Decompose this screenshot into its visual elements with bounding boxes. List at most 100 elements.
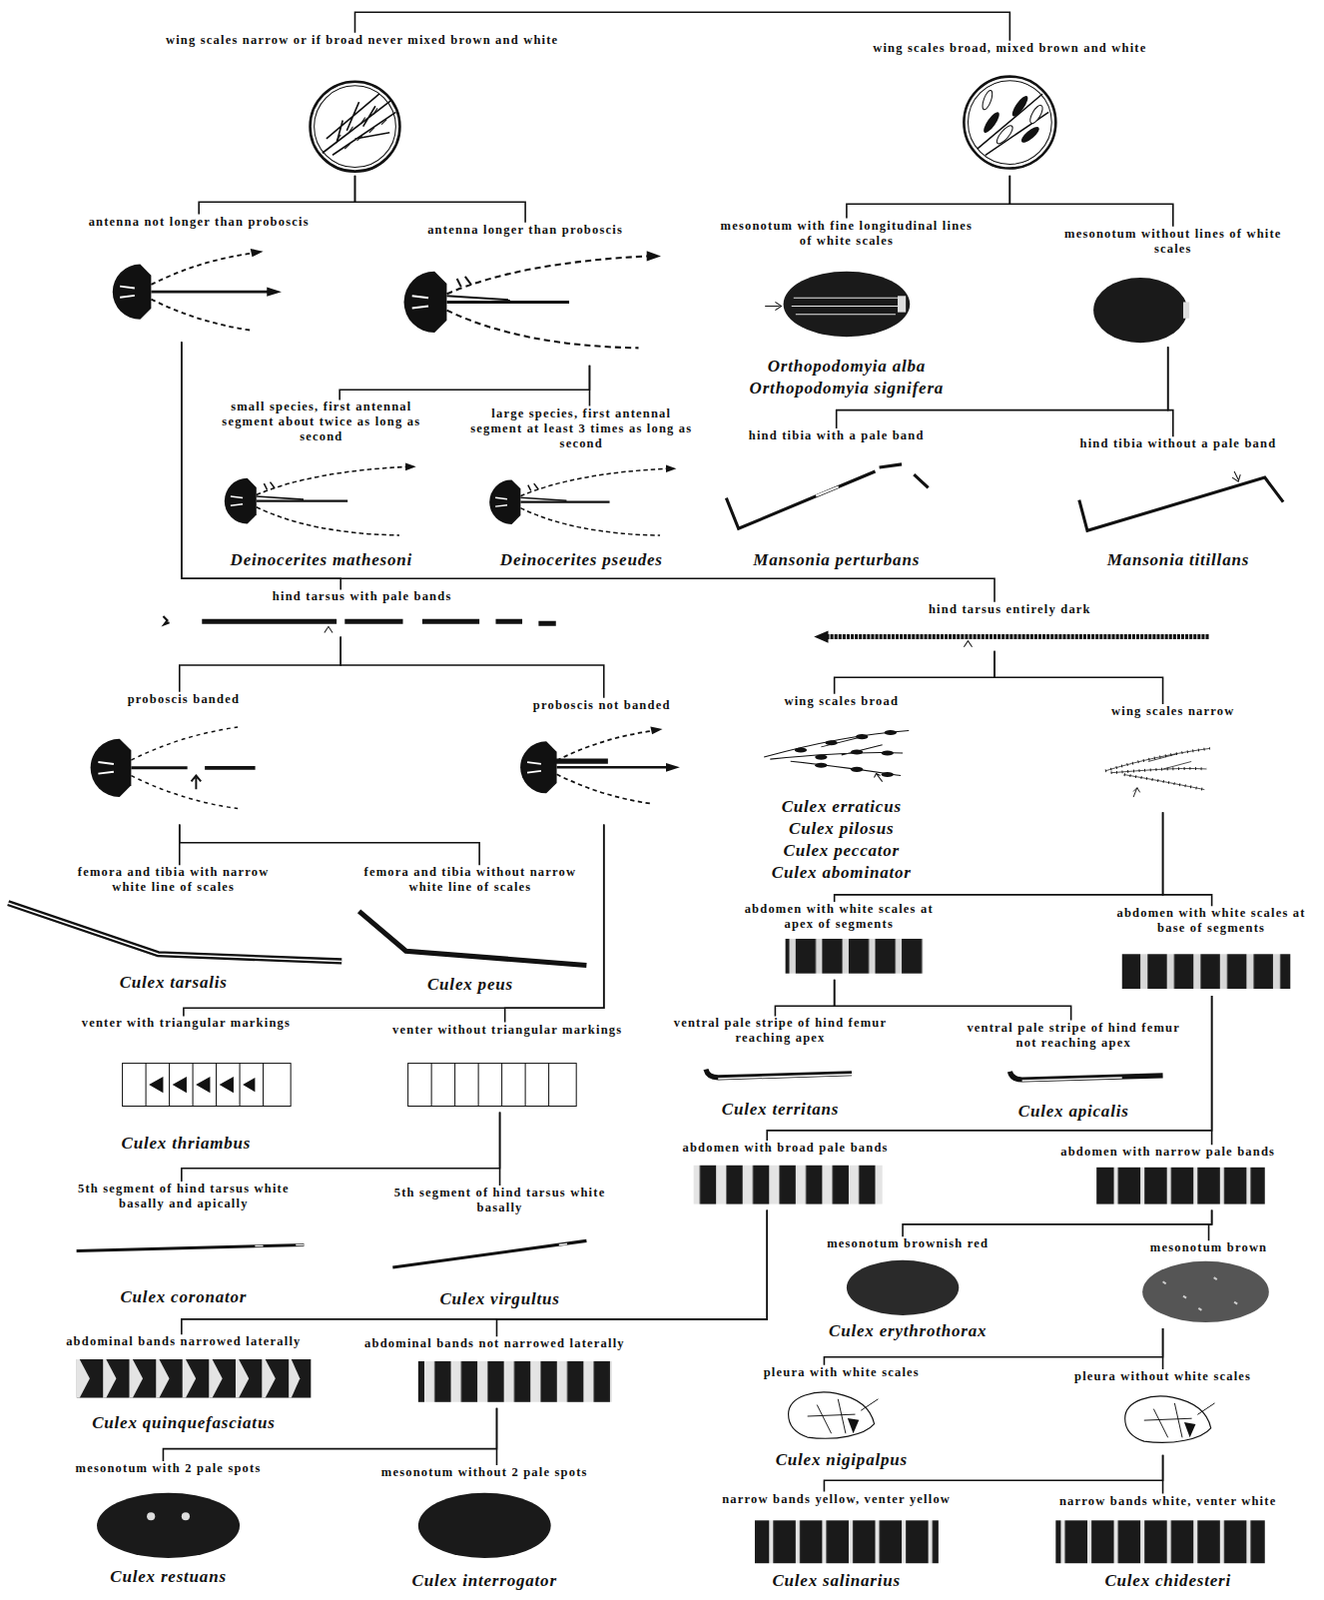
species-list: Culex erythrothorax	[787, 1320, 1029, 1342]
abdomen-figure	[693, 1165, 883, 1205]
character-state: large species, first antennal segment at…	[466, 406, 696, 452]
head-figure	[112, 248, 282, 331]
species-name: Mansonia perturbans	[713, 549, 959, 572]
key-bracket	[834, 651, 995, 694]
key-couplet: wing scales narrow	[1081, 703, 1266, 812]
character-state: narrow bands white, venter white	[1020, 1493, 1317, 1509]
character-state: antenna not longer than proboscis	[60, 214, 337, 230]
key-bracket	[1168, 346, 1174, 437]
species-name: Culex apicalis	[963, 1100, 1184, 1123]
abdomen-figure	[1122, 953, 1292, 989]
key-couplet: narrow bands white, venter whiteCulex ch…	[1020, 1493, 1317, 1592]
key-couplet: wing scales narrow or if broad never mix…	[122, 32, 603, 176]
species-name: Culex chidesteri	[1020, 1569, 1317, 1592]
abdomen-figure	[785, 938, 924, 974]
key-bracket	[1211, 995, 1214, 1145]
species-name: Culex abominator	[734, 861, 950, 884]
species-list: Culex virgultus	[387, 1288, 613, 1311]
character-state: venter without triangular markings	[362, 1022, 654, 1038]
species-name: Culex nigipalpus	[713, 1448, 969, 1471]
species-name: Culex quinquefasciatus	[40, 1411, 327, 1434]
mesonotum-figure	[846, 1260, 959, 1316]
key-bracket	[496, 1210, 767, 1337]
character-state: ventral pale stripe of hind femur reachi…	[670, 1015, 891, 1046]
key-bracket	[499, 1112, 502, 1187]
character-state: 5th segment of hind tarsus white basally…	[71, 1181, 297, 1212]
abdomen-figure	[754, 1519, 939, 1563]
leg-figure	[725, 464, 928, 529]
key-couplet: pleura without white scales	[1040, 1368, 1286, 1455]
key-couplet: mesonotum with 2 pale spotsCulex restuan…	[30, 1460, 307, 1588]
key-couplet: ventral pale stripe of hind femur reachi…	[662, 1015, 898, 1120]
character-state: abdomen with white scales at base of seg…	[1106, 905, 1316, 936]
species-name: Culex interrogator	[336, 1569, 633, 1592]
leg-figure	[359, 910, 588, 965]
key-bracket	[846, 175, 1010, 219]
character-state: abdominal bands narrowed laterally	[40, 1333, 327, 1349]
character-state: wing scales narrow or if broad never mix…	[122, 32, 603, 48]
species-name: Culex peus	[351, 973, 589, 996]
key-bracket	[505, 823, 605, 1022]
key-bracket	[1162, 1454, 1165, 1494]
species-name: Culex virgultus	[387, 1288, 613, 1311]
character-state: hind tarsus with pale bands	[152, 589, 572, 605]
key-couplet: mesonotum with fine longitudinal lines o…	[713, 218, 980, 401]
species-list: Mansonia titillans	[1050, 549, 1306, 572]
key-bracket	[198, 175, 355, 215]
key-bracket	[774, 979, 834, 1017]
wing-scale-circle	[963, 76, 1056, 169]
character-state: hind tibia with a pale band	[713, 428, 959, 444]
key-couplet: antenna not longer than proboscis	[60, 214, 337, 343]
tarsus-figure	[162, 616, 556, 633]
species-list: Culex nigipalpus	[713, 1448, 969, 1471]
abdomen-figure	[418, 1360, 613, 1402]
mesonotum-figure	[96, 1492, 240, 1558]
key-bracket	[179, 636, 341, 691]
key-bracket	[1162, 1327, 1165, 1369]
abdomen-figure	[76, 1358, 312, 1398]
abdomen-figure	[1096, 1167, 1266, 1205]
species-list: Orthopodomyia albaOrthopodomyia signifer…	[713, 355, 980, 400]
character-state: femora and tibia without narrow white li…	[351, 864, 589, 895]
key-couplet: small species, first antennal segment ab…	[193, 399, 449, 572]
key-bracket	[1163, 811, 1213, 906]
character-state: mesonotum brownish red	[787, 1236, 1029, 1252]
key-couplet: venter with triangular markingsCulex thr…	[50, 1015, 322, 1155]
species-list: Mansonia perturbans	[713, 549, 959, 572]
wing-figure	[763, 729, 909, 782]
head-figure	[520, 725, 680, 803]
key-bracket	[181, 1210, 767, 1335]
species-name: Culex coronator	[60, 1286, 306, 1309]
species-list: Culex coronator	[60, 1286, 306, 1309]
character-state: abdomen with broad pale bands	[653, 1140, 919, 1156]
species-name: Culex peccator	[734, 839, 950, 862]
key-bracket	[340, 636, 605, 697]
pleura-figure	[1125, 1395, 1216, 1442]
character-state: femora and tibia with narrow white line …	[60, 864, 286, 895]
character-state: mesonotum without 2 pale spots	[336, 1464, 633, 1480]
key-bracket	[994, 651, 1164, 704]
key-bracket	[1009, 175, 1173, 227]
species-name: Deinocerites pseudes	[459, 549, 704, 572]
character-state: mesonotum without lines of white scales	[1055, 226, 1291, 257]
leg-figure	[1079, 471, 1284, 531]
key-couplet: abdomen with white scales at apex of seg…	[723, 901, 954, 980]
key-couplet: mesonotum brownish redCulex erythrothora…	[787, 1236, 1029, 1342]
key-bracket	[181, 341, 995, 603]
species-list: Culex peus	[351, 973, 589, 996]
key-couplet: mesonotum brown	[1122, 1240, 1297, 1328]
key-couplet: ventral pale stripe of hind femur not re…	[963, 1020, 1184, 1123]
key-bracket	[354, 175, 526, 223]
key-couplet: abdominal bands not narrowed laterally	[336, 1335, 654, 1408]
species-list: Culex apicalis	[963, 1100, 1184, 1123]
key-couplet: hind tarsus entirely dark	[805, 602, 1215, 652]
key-couplet: mesonotum without 2 pale spotsCulex inte…	[336, 1464, 633, 1592]
key-bracket	[183, 823, 605, 1016]
head-figure	[90, 726, 256, 809]
character-state: mesonotum brown	[1122, 1240, 1297, 1256]
venter-figure	[122, 1063, 292, 1107]
species-list: Culex erraticusCulex pilosusCulex peccat…	[734, 795, 950, 884]
character-state: wing scales broad	[734, 693, 950, 709]
leg-figure	[7, 902, 342, 961]
venter-figure	[408, 1063, 578, 1107]
